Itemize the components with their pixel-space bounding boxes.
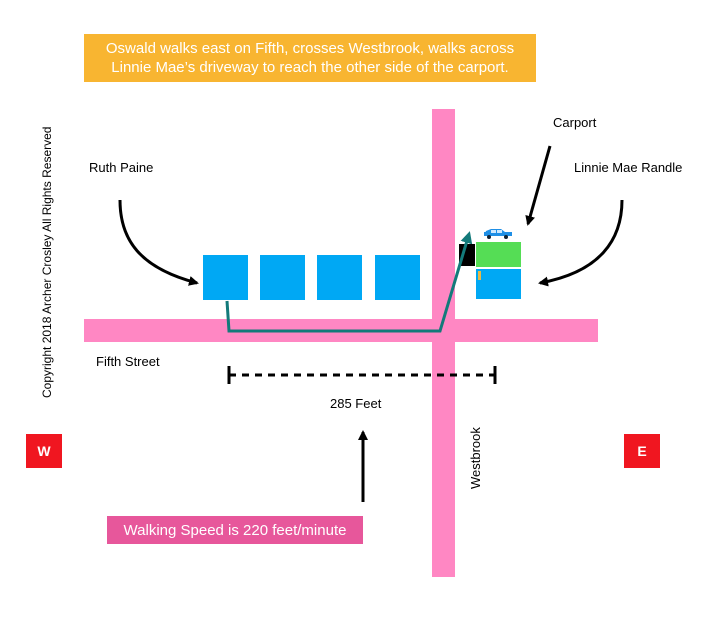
walking-speed-note: Walking Speed is 220 feet/minute <box>107 516 363 544</box>
house-linnie-mae <box>476 269 521 299</box>
banner-line-2: Linnie Mae’s driveway to reach the other… <box>111 59 509 76</box>
house-3 <box>317 255 362 300</box>
house-2 <box>260 255 305 300</box>
oswald-path <box>225 231 473 333</box>
house-ruth-paine <box>203 255 248 300</box>
title-banner: Oswald walks east on Fifth, crosses West… <box>84 34 536 82</box>
label-distance: 285 Feet <box>330 396 382 411</box>
label-ruth-paine: Ruth Paine <box>89 160 154 175</box>
compass-west: W <box>26 434 62 468</box>
label-linnie-mae-randle: Linnie Mae Randle <box>574 160 683 175</box>
label-fifth-street: Fifth Street <box>96 354 160 369</box>
ruth-paine-arrow <box>118 199 199 286</box>
label-carport: Carport <box>553 115 597 130</box>
banner-line-1: Oswald walks east on Fifth, crosses West… <box>105 40 515 57</box>
carport-arrow <box>525 145 552 226</box>
house-door <box>478 271 481 280</box>
distance-measure <box>227 366 497 384</box>
westbrook-road <box>432 109 455 577</box>
label-westbrook: Westbrook <box>468 427 483 489</box>
carport-block <box>476 242 521 267</box>
linnie-mae-arrow <box>538 199 624 287</box>
compass-east: E <box>624 434 660 468</box>
house-4 <box>375 255 420 300</box>
